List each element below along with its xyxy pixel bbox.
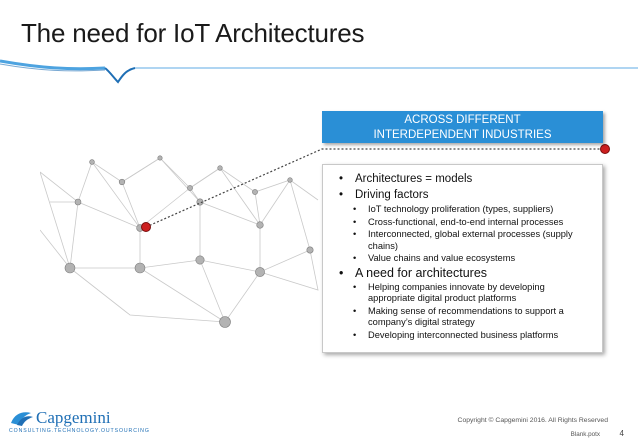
- capgemini-logo-icon: [11, 412, 33, 426]
- bullet-text: Architectures = models: [355, 173, 473, 185]
- bullet-content-box: Architectures = models Driving factors I…: [322, 164, 603, 353]
- network-node-marker: [141, 222, 151, 232]
- bullet-item: Driving factors IoT technology prolifera…: [337, 188, 594, 265]
- copyright-text: Copyright © Capgemini 2016. All Rights R…: [457, 417, 608, 424]
- bullet-item: A need for architectures Helping compani…: [337, 266, 594, 342]
- logo-tagline: CONSULTING.TECHNOLOGY.OUTSOURCING: [9, 428, 150, 434]
- sub-bullet-item: Cross-functional, end-to-end internal pr…: [337, 217, 594, 229]
- bullet-list: Architectures = models Driving factors I…: [337, 171, 594, 342]
- header-swoosh: [0, 59, 638, 84]
- page-number: 4: [619, 429, 624, 438]
- banner-line-2: INTERDEPENDENT INDUSTRIES: [373, 129, 552, 141]
- network-graphic-icon: [40, 155, 319, 328]
- industries-banner: ACROSS DIFFERENT INTERDEPENDENT INDUSTRI…: [322, 111, 603, 143]
- banner-end-marker: [600, 144, 610, 154]
- sub-bullet-item: Developing interconnected business platf…: [337, 330, 594, 342]
- sub-bullet-item: Interconnected, global external processe…: [337, 229, 594, 252]
- sub-bullet-item: Making sense of recommendations to suppo…: [337, 306, 594, 329]
- sub-bullet-list: Helping companies innovate by developing…: [353, 282, 594, 342]
- bullet-item: Architectures = models: [337, 172, 594, 187]
- slide-title: The need for IoT Architectures: [21, 18, 365, 48]
- capgemini-logo-text: Capgemini: [36, 408, 111, 427]
- sub-bullet-list: IoT technology proliferation (types, sup…: [353, 204, 594, 265]
- sub-bullet-item: Helping companies innovate by developing…: [337, 282, 594, 305]
- sub-bullet-item: Value chains and value ecosystems: [337, 253, 594, 265]
- bullet-text: A need for architectures: [355, 265, 488, 280]
- file-name: Blank.potx: [570, 431, 600, 438]
- banner-line-1: ACROSS DIFFERENT: [404, 114, 521, 126]
- bullet-text: Driving factors: [355, 189, 429, 201]
- sub-bullet-item: IoT technology proliferation (types, sup…: [337, 204, 594, 216]
